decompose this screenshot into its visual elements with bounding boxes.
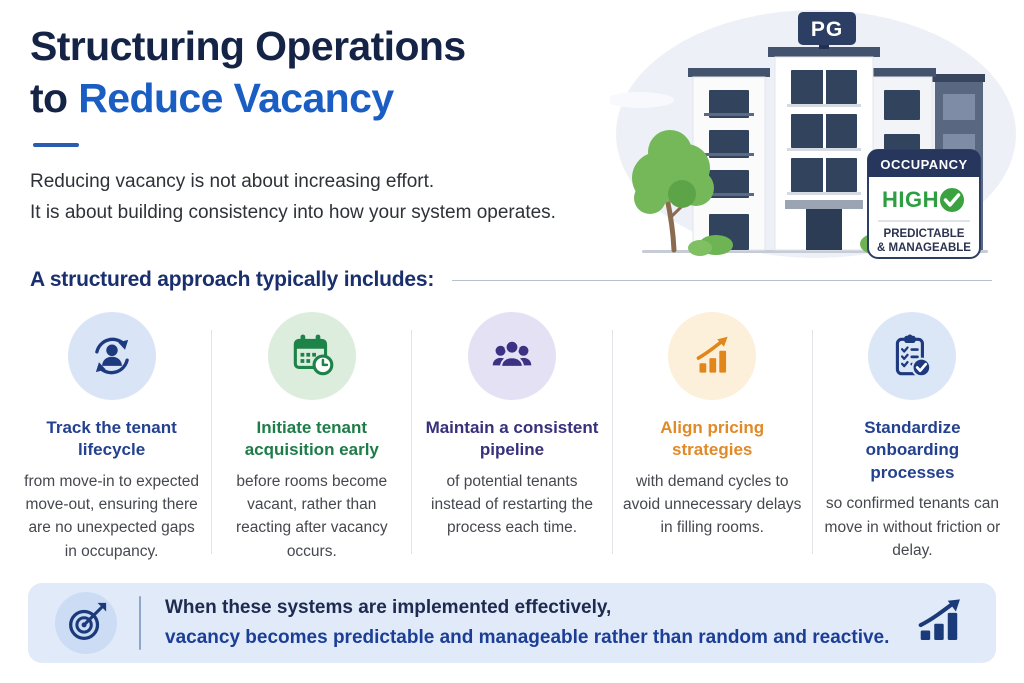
- column-title: Align pricing strategies: [660, 418, 765, 460]
- pg-sign-label: PG: [811, 18, 843, 41]
- heading-rule: [452, 279, 992, 281]
- page-title: Structuring Operations to Reduce Vacancy: [30, 20, 466, 125]
- section-heading-row: A structured approach typically includes…: [30, 268, 992, 292]
- column-divider: [811, 330, 813, 554]
- badge-line2: & MANAGEABLE: [877, 242, 971, 254]
- banner-line1: When these systems are implemented effec…: [165, 596, 612, 618]
- column-divider: [211, 330, 213, 554]
- banner-divider: [139, 596, 141, 650]
- page-title-highlight: Reduce Vacancy: [78, 75, 394, 122]
- page-subtitle: Reducing vacancy is not about increasing…: [30, 167, 556, 229]
- column-divider: [611, 330, 613, 554]
- badge-line1: PREDICTABLE: [884, 228, 965, 240]
- occupancy-badge: OCCUPANCY HIGH PREDICTABLE & MANAGEABLE: [867, 149, 981, 259]
- column-title: Initiate tenant acquisition early: [244, 418, 379, 460]
- column-body: before rooms become vacant, rather than …: [235, 472, 388, 560]
- column-standardize-onboarding: Standardize onboarding processes so conf…: [813, 306, 1012, 566]
- column-divider: [411, 330, 413, 554]
- title-accent-rule: [33, 143, 79, 147]
- approach-columns: Track the tenant lifecycle from move-in …: [12, 306, 1012, 566]
- column-initiate-acquisition: Initiate tenant acquisition early before…: [212, 306, 411, 566]
- tree-foliage: [632, 130, 714, 214]
- column-consistent-pipeline: Maintain a consistent pipeline of potent…: [412, 306, 611, 566]
- occupancy-status-label: HIGH: [882, 187, 939, 212]
- entrance-canopy: [785, 200, 863, 209]
- growth-chart-icon: [918, 598, 964, 648]
- cloud-shape: [606, 92, 674, 108]
- page-title-line2-prefix: to: [30, 75, 79, 122]
- column-body: so confirmed tenants can move in without…: [824, 495, 1001, 559]
- building-illustration-svg: PG OCCUPANCY HIGH PREDICTABLE: [606, 10, 1016, 259]
- subtitle-line2: It is about building consistency into ho…: [30, 201, 556, 223]
- banner-line2: vacancy becomes predictable and manageab…: [165, 627, 890, 648]
- lifecycle-sync-icon: [67, 312, 156, 400]
- column-title: Standardize onboarding processes: [864, 418, 961, 482]
- column-body: of potential tenants instead of restarti…: [431, 472, 593, 537]
- column-body: with demand cycles to avoid unnecessary …: [623, 472, 802, 537]
- occupancy-badge-header: OCCUPANCY: [880, 157, 967, 172]
- people-group-icon: [468, 312, 556, 400]
- column-title: Maintain a consistent pipeline: [425, 418, 599, 460]
- building-illustration: PG OCCUPANCY HIGH PREDICTABLE: [606, 2, 1016, 268]
- summary-banner: When these systems are implemented effec…: [28, 583, 996, 663]
- calendar-clock-icon: [267, 312, 356, 400]
- page-title-line1: Structuring Operations: [30, 23, 466, 69]
- clipboard-check-icon: [868, 312, 957, 400]
- section-heading: A structured approach typically includes…: [30, 268, 435, 291]
- subtitle-line1: Reducing vacancy is not about increasing…: [30, 171, 435, 192]
- pricing-growth-chart-icon: [668, 312, 757, 400]
- column-body: from move-in to expected move-out, ensur…: [24, 472, 200, 560]
- banner-text: When these systems are implemented effec…: [165, 593, 889, 654]
- pg-sign: [798, 12, 856, 45]
- column-title: Track the tenant lifecycle: [46, 418, 177, 460]
- target-dart-icon: [55, 592, 117, 654]
- entrance-door: [806, 209, 842, 250]
- column-track-lifecycle: Track the tenant lifecycle from move-in …: [12, 306, 211, 566]
- column-align-pricing: Align pricing strategies with demand cyc…: [613, 306, 812, 566]
